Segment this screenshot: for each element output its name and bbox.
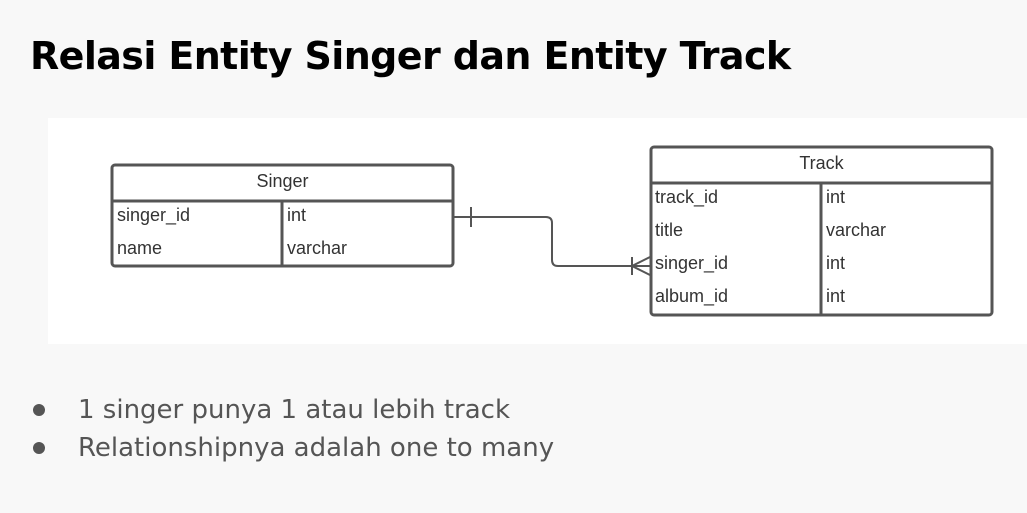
er-diagram: Singer singer_id int name varchar Track … <box>48 118 1027 344</box>
singer-attr-type: varchar <box>287 238 347 258</box>
bullet-dot-icon <box>33 404 45 416</box>
track-attr-type: varchar <box>826 220 886 240</box>
singer-attr-name: name <box>117 238 162 258</box>
slide-title: Relasi Entity Singer dan Entity Track <box>30 34 791 78</box>
relationship-connector <box>453 207 651 276</box>
track-attr-name: title <box>655 220 683 240</box>
connector-line <box>453 216 651 267</box>
track-attr-type: int <box>826 187 845 207</box>
entity-track: Track track_id int title varchar singer_… <box>649 145 994 317</box>
bullet-list: 1 singer punya 1 atau lebih track Relati… <box>30 391 554 467</box>
bullet-text: 1 singer punya 1 atau lebih track <box>78 395 511 425</box>
bullet-item: Relationshipnya adalah one to many <box>30 429 554 467</box>
singer-attr-name: singer_id <box>117 205 190 226</box>
bullet-item: 1 singer punya 1 atau lebih track <box>30 391 554 429</box>
singer-entity-name: Singer <box>256 171 308 191</box>
bullet-dot-icon <box>33 442 45 454</box>
track-entity-name: Track <box>799 153 844 173</box>
track-attr-name: album_id <box>655 286 728 307</box>
bullet-text: Relationshipnya adalah one to many <box>78 433 555 463</box>
many-cardinality-marker <box>631 256 651 276</box>
singer-attr-type: int <box>287 205 306 225</box>
entity-singer: Singer singer_id int name varchar <box>110 163 455 268</box>
track-attr-name: track_id <box>655 187 718 208</box>
track-attr-type: int <box>826 286 845 306</box>
track-attr-name: singer_id <box>655 253 728 274</box>
track-attr-type: int <box>826 253 845 273</box>
